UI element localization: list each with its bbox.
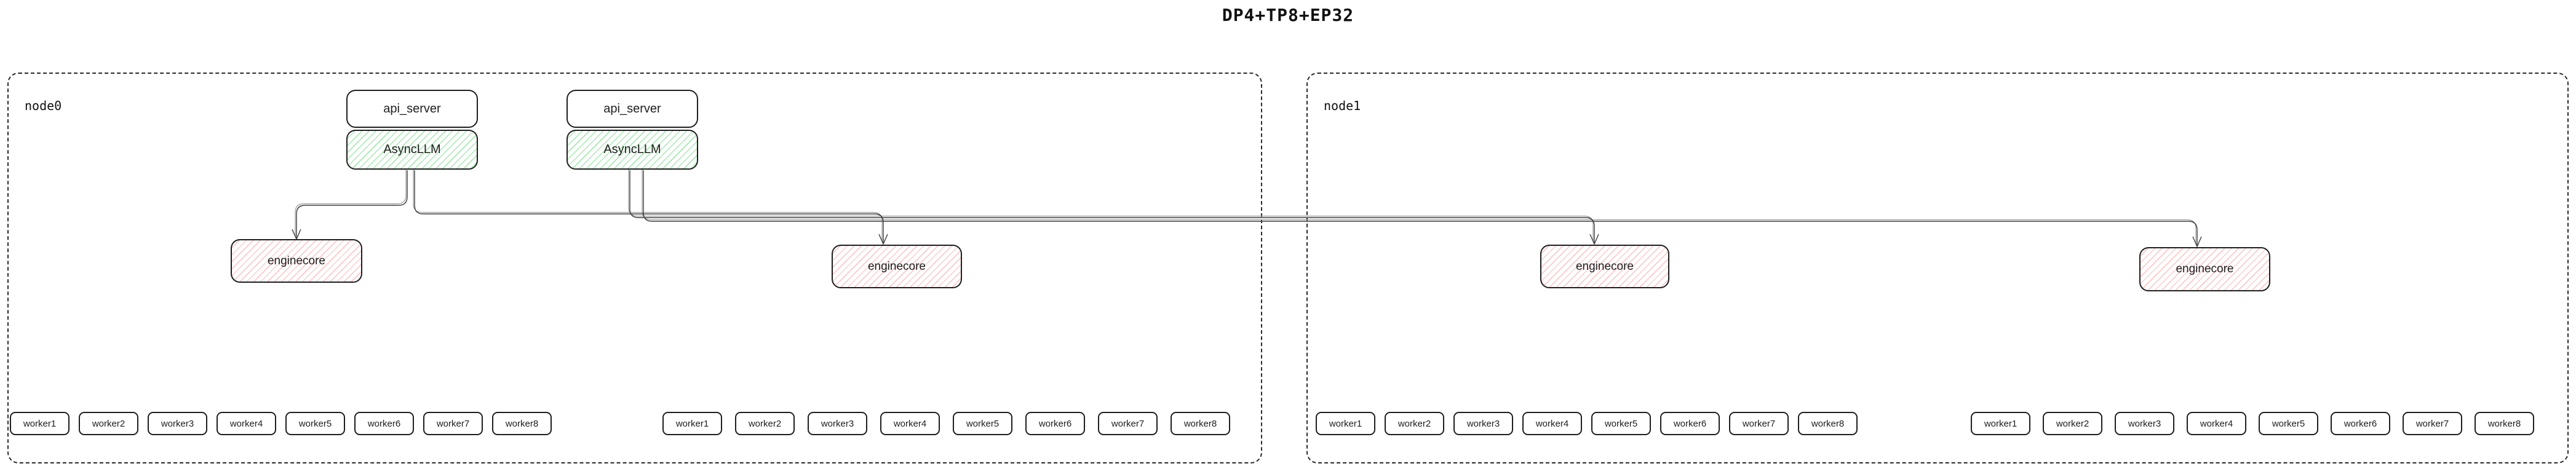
worker-box: worker7: [1098, 412, 1158, 435]
asyncllm-box-2: AsyncLLM: [566, 130, 698, 170]
worker-group-node0-2: worker1 worker2 worker3 worker4 worker5 …: [662, 412, 1230, 435]
asyncllm-box-1: AsyncLLM: [346, 130, 478, 170]
worker-box: worker2: [1385, 412, 1444, 435]
enginecore-box-1: enginecore: [231, 239, 362, 283]
worker-box: worker4: [1522, 412, 1582, 435]
worker-group-node1-1: worker1 worker2 worker3 worker4 worker5 …: [1316, 412, 1858, 435]
worker-box: worker4: [880, 412, 940, 435]
worker-box: worker3: [148, 412, 207, 435]
worker-box: worker3: [2115, 412, 2174, 435]
worker-box: worker1: [1316, 412, 1375, 435]
worker-box: worker1: [10, 412, 70, 435]
worker-box: worker3: [1453, 412, 1513, 435]
worker-box: worker7: [1729, 412, 1789, 435]
worker-box: worker7: [2403, 412, 2462, 435]
worker-group-node1-2: worker1 worker2 worker3 worker4 worker5 …: [1971, 412, 2534, 435]
worker-box: worker5: [953, 412, 1012, 435]
worker-box: worker6: [1660, 412, 1720, 435]
api-server-box-1: api_server: [346, 90, 478, 128]
diagram-title: DP4+TP8+EP32: [1222, 5, 1354, 25]
node1-container: node1: [1306, 73, 2569, 463]
worker-box: worker2: [735, 412, 795, 435]
enginecore-box-4: enginecore: [2139, 247, 2270, 291]
worker-box: worker8: [492, 412, 552, 435]
worker-box: worker2: [79, 412, 138, 435]
worker-box: worker4: [2187, 412, 2246, 435]
worker-box: worker1: [1971, 412, 2030, 435]
worker-box: worker6: [1025, 412, 1085, 435]
worker-box: worker3: [808, 412, 867, 435]
node0-container: node0: [7, 73, 1262, 463]
node1-label: node1: [1324, 98, 1361, 113]
worker-box: worker1: [662, 412, 722, 435]
worker-box: worker8: [2475, 412, 2534, 435]
node0-label: node0: [25, 98, 62, 113]
worker-box: worker8: [1798, 412, 1858, 435]
worker-box: worker2: [2043, 412, 2102, 435]
worker-group-node0-1: worker1 worker2 worker3 worker4 worker5 …: [10, 412, 552, 435]
worker-box: worker8: [1171, 412, 1230, 435]
enginecore-box-2: enginecore: [832, 245, 962, 288]
worker-box: worker7: [423, 412, 483, 435]
worker-box: worker6: [2331, 412, 2390, 435]
enginecore-box-3: enginecore: [1540, 245, 1669, 288]
api-server-box-2: api_server: [566, 90, 698, 128]
worker-box: worker5: [2259, 412, 2318, 435]
worker-box: worker5: [285, 412, 345, 435]
worker-box: worker4: [217, 412, 276, 435]
worker-box: worker6: [354, 412, 414, 435]
worker-box: worker5: [1591, 412, 1651, 435]
